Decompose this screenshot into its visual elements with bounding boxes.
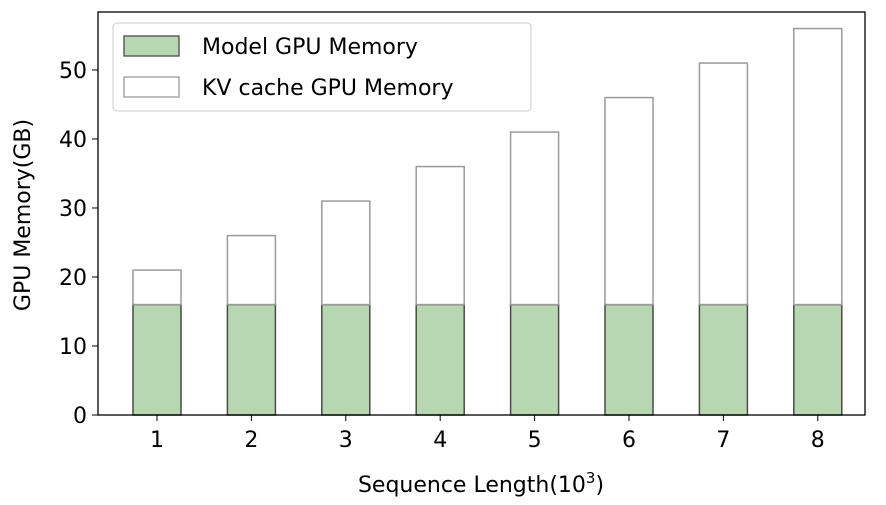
bar-model-memory xyxy=(509,303,560,416)
bar-model-memory xyxy=(132,303,182,416)
bar-kv-cache-memory xyxy=(132,269,182,306)
x-tick-label: 4 xyxy=(433,428,447,453)
bar-kv-cache-memory xyxy=(509,131,560,306)
plot-frame xyxy=(97,11,866,416)
y-tick-label: 30 xyxy=(59,197,87,222)
legend-frame xyxy=(112,22,532,112)
legend: Model GPU Memory KV cache GPU Memory xyxy=(112,22,532,112)
bar-model-memory xyxy=(321,303,371,416)
y-tick-label: 20 xyxy=(59,266,87,291)
x-tick-label: 8 xyxy=(811,428,825,453)
bar-kv-cache-memory xyxy=(321,200,371,306)
y-tick-label: 0 xyxy=(73,404,87,429)
bar-model-memory xyxy=(793,303,843,416)
bar-model-memory xyxy=(415,303,465,416)
x-axis-label: Sequence Length(103) xyxy=(358,469,604,498)
y-tick-label: 50 xyxy=(59,59,87,84)
bar-kv-cache-memory xyxy=(415,165,465,306)
y-tick-label: 10 xyxy=(59,335,87,360)
bar-kv-cache-memory xyxy=(604,96,654,306)
x-tick-label: 6 xyxy=(622,428,636,453)
bar-kv-cache-memory xyxy=(793,27,843,306)
legend-swatch-model xyxy=(123,35,180,57)
x-tick-label: 1 xyxy=(150,428,164,453)
bar-model-memory xyxy=(226,303,277,416)
legend-label-kv: KV cache GPU Memory xyxy=(202,76,454,101)
y-axis-label: GPU Memory(GB) xyxy=(11,119,36,311)
bar-kv-cache-memory xyxy=(698,62,749,306)
x-tick-label: 3 xyxy=(339,428,353,453)
x-tick-label: 5 xyxy=(528,428,542,453)
y-tick-label: 40 xyxy=(59,128,87,153)
bar-model-memory xyxy=(698,303,749,416)
bar-kv-cache-memory xyxy=(226,234,277,306)
legend-swatch-kv xyxy=(123,76,180,98)
x-tick-label: 2 xyxy=(244,428,258,453)
legend-label-model: Model GPU Memory xyxy=(202,35,418,60)
bar-model-memory xyxy=(604,303,654,416)
x-tick-label: 7 xyxy=(716,428,730,453)
